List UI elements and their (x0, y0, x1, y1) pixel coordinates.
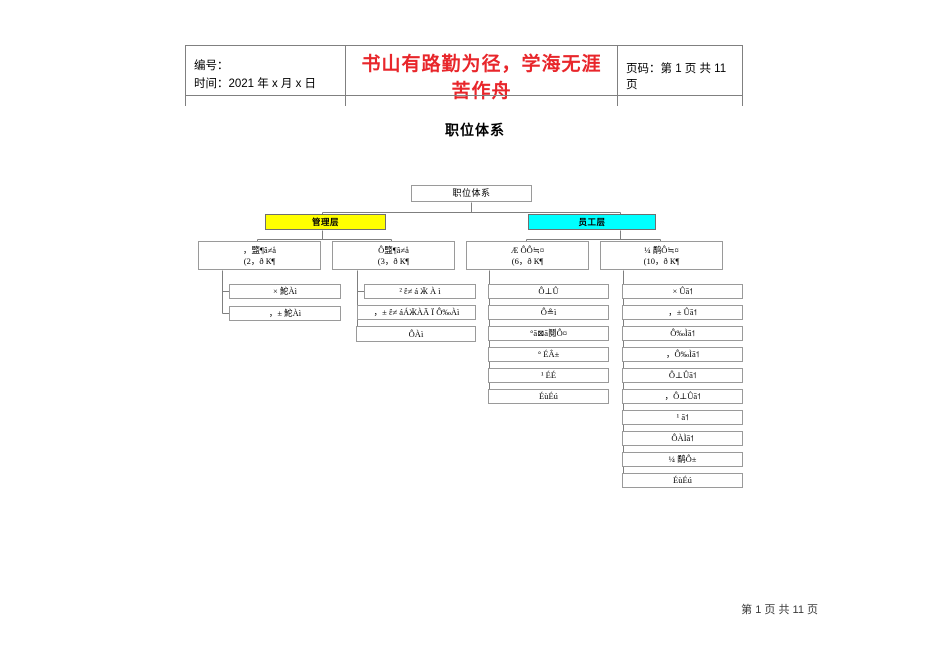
header-number-label: 编号： (194, 60, 229, 73)
node-dept-2-line1: Ô盬¶â≠å (378, 244, 409, 255)
node-dept-1[interactable]: ，盬¶â≠å (2，ð К¶ (198, 241, 321, 270)
page-footer: 第 1 页 共 11 页 (741, 604, 818, 616)
node-dept-3[interactable]: Æ ÔÔ≒¤ (6，ð К¶ (466, 241, 589, 270)
leaf-col4-item-6[interactable]: ，Ô⊥Ûā˦ (622, 389, 743, 404)
leaf-label: Ô≗ì (540, 307, 557, 318)
node-dept-4-line1: ¼ 鹬Ô≒¤ (644, 244, 679, 255)
leaf-label: ¼ 鹬Ô± (668, 454, 697, 465)
node-dept-3-line1: Æ ÔÔ≒¤ (510, 244, 545, 255)
leaf-label: ¹ ā˦ (676, 412, 689, 423)
leaf-col2-item-2[interactable]: ，± ἒ≠ áÁӜÀÃ Ï Ô‰Àì (357, 305, 476, 320)
header-date-label: 时间：2021 年 x 月 x 日 (194, 78, 317, 90)
leaf-label: × Ûā˦ (672, 286, 693, 297)
node-staff-label: 员工层 (578, 216, 606, 227)
node-management-level[interactable]: 管理层 (265, 214, 386, 230)
leaf-col4-item-4[interactable]: ，Ô‰Ìā˦ (622, 347, 743, 362)
leaf-label: ，Ô⊥Ûā˦ (664, 391, 701, 402)
leaf-col2-item-3[interactable]: ÔÀì (356, 326, 476, 342)
node-dept-2[interactable]: Ô盬¶â≠å (3，ð К¶ (332, 241, 455, 270)
leaf-label: ÉùÉú (673, 475, 692, 486)
leaf-label: ÉùÉú (539, 391, 558, 402)
leaf-label: ° ÉÂ± (537, 349, 560, 360)
leaf-col3-item-1[interactable]: Ô⊥Û (488, 284, 609, 299)
leaf-label: ，Ô‰Ìā˦ (666, 349, 699, 360)
leaf-col3-item-5[interactable]: ¹ ÉÉ (488, 368, 609, 383)
node-dept-2-line2: (3，ð К¶ (377, 255, 410, 266)
leaf-label: ÔÀì (408, 328, 424, 339)
leaf-col4-item-10[interactable]: ÉùÉú (622, 473, 743, 488)
leaf-col4-item-8[interactable]: ÔÀÌā˦ (622, 431, 743, 446)
leaf-col4-item-7[interactable]: ¹ ā˦ (622, 410, 743, 425)
node-root-label: 职位体系 (452, 187, 491, 198)
leaf-col4-item-1[interactable]: × Ûā˦ (622, 284, 743, 299)
node-dept-4[interactable]: ¼ 鹬Ô≒¤ (10，ð К¶ (600, 241, 723, 270)
leaf-label: ² ἒ≠ á Ӝ À ì (399, 286, 441, 297)
node-dept-1-line1: ，盬¶â≠å (242, 244, 277, 255)
leaf-col1-item-2[interactable]: ，± 鮀Àì (229, 306, 341, 321)
node-staff-level[interactable]: 员工层 (528, 214, 656, 230)
leaf-col4-item-2[interactable]: ，± Ûā˦ (622, 305, 743, 320)
leaf-label: Ô‰Ìā˦ (670, 328, 695, 339)
node-dept-3-line2: (6，ð К¶ (511, 255, 544, 266)
leaf-col3-item-6[interactable]: ÉùÉú (488, 389, 609, 404)
leaf-label: ¹ ÉÉ (540, 370, 557, 381)
leaf-label: °ā⊠ā鬩Ô¤ (530, 328, 567, 339)
leaf-col4-item-9[interactable]: ¼ 鹬Ô± (622, 452, 743, 467)
leaf-col3-item-4[interactable]: ° ÉÂ± (488, 347, 609, 362)
header-bottom-rule (185, 95, 743, 96)
leaf-label: Ô⊥Ûā˦ (668, 370, 697, 381)
leaf-col1-item-1[interactable]: × 鮀Àì (229, 284, 341, 299)
leaf-label: ÔÀÌā˦ (671, 433, 694, 444)
leaf-col2-item-1[interactable]: ² ἒ≠ á Ӝ À ì (364, 284, 476, 299)
leaf-label: Ô⊥Û (538, 286, 559, 297)
node-root[interactable]: 职位体系 (411, 185, 532, 202)
leaf-col3-item-3[interactable]: °ā⊠ā鬩Ô¤ (488, 326, 609, 341)
leaf-label: × 鮀Àì (273, 286, 297, 297)
page-title: 职位体系 (445, 122, 505, 138)
leaf-label: ，± ἒ≠ áÁӜÀÃ Ï Ô‰Àì (373, 307, 460, 318)
leaf-label: ，± 鮀Àì (268, 308, 302, 319)
leaf-col4-item-5[interactable]: Ô⊥Ûā˦ (622, 368, 743, 383)
leaf-label: ，± Ûā˦ (668, 307, 697, 318)
node-management-label: 管理层 (311, 216, 339, 227)
leaf-col3-item-2[interactable]: Ô≗ì (488, 305, 609, 320)
node-dept-1-line2: (2，ð К¶ (243, 255, 276, 266)
leaf-col4-item-3[interactable]: Ô‰Ìā˦ (622, 326, 743, 341)
node-dept-4-line2: (10，ð К¶ (643, 255, 680, 266)
